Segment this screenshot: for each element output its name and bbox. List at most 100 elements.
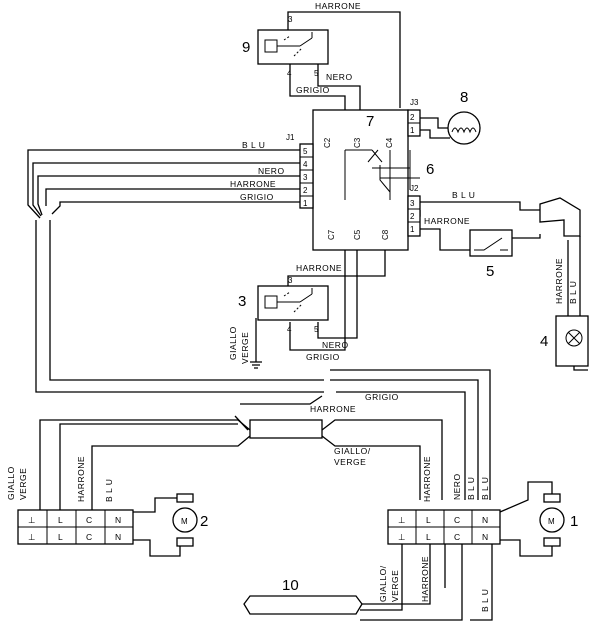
relay-9-pin-right: 5 <box>314 69 319 78</box>
right-term-n-1: N <box>482 515 489 525</box>
component-5-label: 5 <box>486 263 494 280</box>
connector-j1: 5 4 3 2 1 J1 <box>286 133 314 209</box>
j2-pin-1: 1 <box>410 225 415 234</box>
component-6-label: 6 <box>426 161 434 178</box>
label-verge-left: VERGE <box>18 468 28 500</box>
left-term-l-2: L <box>58 532 63 542</box>
j2-pin-3: 3 <box>410 199 415 208</box>
right-term-l-1: L <box>426 515 431 525</box>
motor-2: M 2 <box>172 493 208 547</box>
left-term-n-2: N <box>115 532 122 542</box>
j1-pin-1: 1 <box>303 199 308 208</box>
contact-c7: C7 <box>327 229 336 240</box>
component-8-label: 8 <box>460 89 468 106</box>
contact-c2: C2 <box>323 137 332 148</box>
j3-pin-1: 1 <box>410 126 415 135</box>
cable-10: 10 <box>243 577 363 615</box>
j2-pin-2: 2 <box>410 212 415 221</box>
label-harrone-relay3: HARRONE <box>296 263 342 273</box>
relay-3-pin-top: 3 <box>288 276 293 285</box>
right-term-l-2: L <box>426 532 431 542</box>
terminal-block-right: ⊥ L C N ⊥ L C N <box>387 509 501 545</box>
label-harrone-right: HARRONE <box>422 456 432 502</box>
label-blu-bottom: B L U <box>480 589 490 612</box>
relay-3: 3 4 5 3 <box>238 276 329 334</box>
label-blu-right-2: B L U <box>480 477 490 500</box>
label-grigio-relay3: GRIGIO <box>306 352 340 362</box>
component-4-label: 4 <box>540 333 548 350</box>
terminal-block-left: ⊥ L C N ⊥ L C N <box>17 509 134 545</box>
label-giallo-relay3: GIALLO <box>228 326 238 360</box>
left-term-c-2: C <box>86 532 93 542</box>
j1-pin-3: 3 <box>303 173 308 182</box>
label-harrone-mid: HARRONE <box>310 404 356 414</box>
label-grigio-j1: GRIGIO <box>240 192 274 202</box>
right-term-c-1: C <box>454 515 461 525</box>
j1-pin-4: 4 <box>303 160 308 169</box>
label-nero-j1: NERO <box>258 166 285 176</box>
label-giallo-bottom: GIALLO/ <box>378 565 388 602</box>
component-3-label: 3 <box>238 293 246 310</box>
label-harrone-j1: HARRONE <box>230 179 276 189</box>
wire-labels: HARRONE NERO GRIGIO B L U NERO HARRONE G… <box>6 1 578 612</box>
motor-1: M 1 <box>539 493 578 547</box>
inline-connector <box>249 419 323 439</box>
relay-9-pin-left: 4 <box>287 69 292 78</box>
label-harrone-left: HARRONE <box>76 456 86 502</box>
label-nero-relay3: NERO <box>322 340 349 350</box>
j1-pin-2: 2 <box>303 186 308 195</box>
component-1-label: 1 <box>570 513 578 530</box>
connector-j2: 3 2 1 J2 <box>407 184 421 237</box>
component-2-label: 2 <box>200 513 208 530</box>
label-blu-left: B L U <box>104 479 114 502</box>
left-term-ground-2: ⊥ <box>28 532 36 542</box>
motor-8: 8 <box>447 89 481 145</box>
label-harrone-top: HARRONE <box>315 1 361 11</box>
label-blu-j1: B L U <box>242 140 265 150</box>
label-verge-mid: VERGE <box>334 457 366 467</box>
label-blu-j2: B L U <box>452 190 475 200</box>
relay-3-pin-right: 5 <box>314 325 319 334</box>
lamp-plug <box>539 197 581 237</box>
label-giallo-left: GIALLO <box>6 466 16 500</box>
j1-label: J1 <box>286 133 295 142</box>
label-giallo-mid: GIALLO/ <box>334 446 371 456</box>
motor-2-symbol: M <box>181 517 188 526</box>
label-blu-right-1: B L U <box>466 477 476 500</box>
right-term-n-2: N <box>482 532 489 542</box>
contact-c8: C8 <box>381 229 390 240</box>
j1-pin-5: 5 <box>303 147 308 156</box>
label-harrone-bottom: HARRONE <box>420 556 430 602</box>
relay-3-pin-left: 4 <box>287 325 292 334</box>
right-term-ground-1: ⊥ <box>398 515 406 525</box>
label-nero-right: NERO <box>452 473 462 500</box>
label-grigio-relay9: GRIGIO <box>296 85 330 95</box>
relay-9: 3 4 5 9 <box>242 15 329 78</box>
relay-9-pin-top: 3 <box>288 15 293 24</box>
connector-j3: 2 1 J3 <box>407 98 421 137</box>
label-verge-bottom: VERGE <box>390 570 400 602</box>
contact-c3: C3 <box>353 137 362 148</box>
left-term-ground-1: ⊥ <box>28 515 36 525</box>
component-7-label: 7 <box>366 113 374 130</box>
contact-c5: C5 <box>353 229 362 240</box>
label-blu-lamp: B L U <box>568 281 578 304</box>
label-nero-relay9: NERO <box>326 72 353 82</box>
label-harrone-lamp: HARRONE <box>554 258 564 304</box>
component-9-label: 9 <box>242 39 250 56</box>
left-term-c-1: C <box>86 515 93 525</box>
wire-paths <box>27 11 588 621</box>
left-term-l-1: L <box>58 515 63 525</box>
j2-label: J2 <box>410 184 419 193</box>
lamp-4: 4 <box>540 315 589 367</box>
contact-c4: C4 <box>385 137 394 148</box>
label-verge-relay3: VERGE <box>240 332 250 364</box>
control-board-7: C2 C3 C4 C7 C5 C8 7 6 <box>312 109 434 251</box>
j3-pin-2: 2 <box>410 113 415 122</box>
right-term-c-2: C <box>454 532 461 542</box>
motor-1-symbol: M <box>548 517 555 526</box>
right-term-ground-2: ⊥ <box>398 532 406 542</box>
j3-label: J3 <box>410 98 419 107</box>
component-10-label: 10 <box>282 577 299 594</box>
